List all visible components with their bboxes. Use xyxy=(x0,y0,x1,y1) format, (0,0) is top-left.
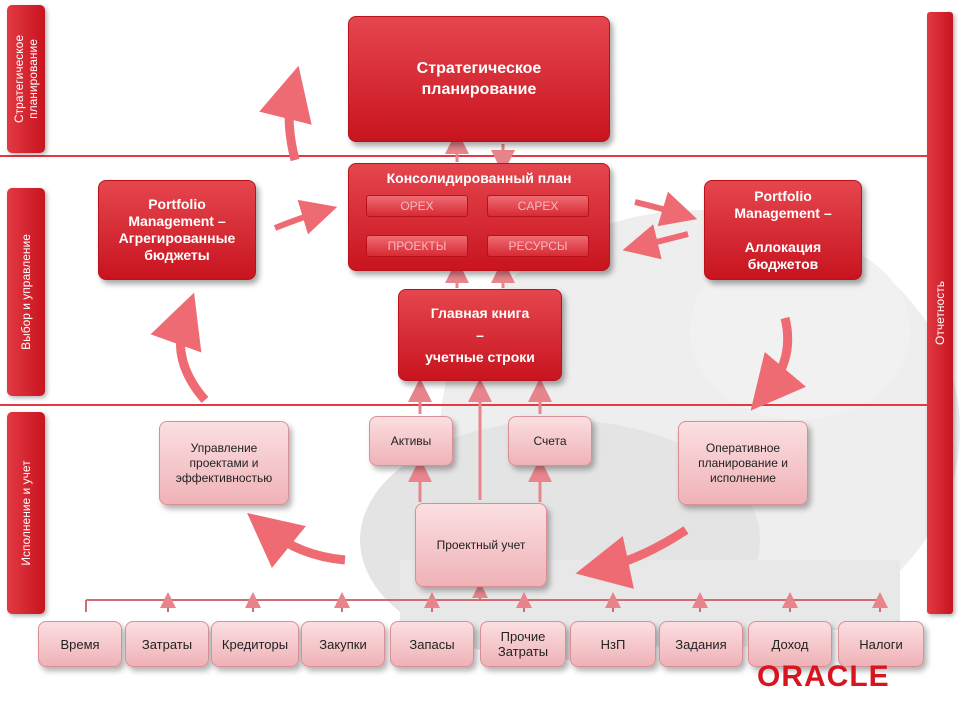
band-reporting: Отчетность xyxy=(927,12,953,614)
project-management-label: Управление проектами и эффективностью xyxy=(175,440,273,485)
bottom-item-label: Время xyxy=(60,636,100,652)
arrow-allocation-to-consolidated xyxy=(622,224,689,260)
band-selection-label: Выбор и управление xyxy=(19,234,33,350)
projects-label: ПРОЕКТЫ xyxy=(387,239,447,253)
bottom-item-revenue: Доход xyxy=(748,621,832,667)
bottom-item-tasks: Задания xyxy=(659,621,743,667)
arrow-allocation-to-operational xyxy=(750,316,807,411)
band-strategic-label: Стратегическое планирование xyxy=(12,34,40,124)
arrow-portfolio-to-strategic xyxy=(259,65,312,162)
bottom-item-label: Доход xyxy=(771,636,809,652)
bottom-item-label: Запасы xyxy=(409,636,455,652)
divider-strategic xyxy=(0,155,927,157)
oracle-logo-text: ORACLE xyxy=(757,660,890,693)
arrow-accounting-to-projectmgmt xyxy=(247,512,346,568)
band-execution-accounting: Исполнение и учет xyxy=(7,412,45,614)
bottom-item-label: Налоги xyxy=(859,636,903,652)
project-accounting-box: Проектный учет xyxy=(415,503,547,587)
projects-tag: ПРОЕКТЫ xyxy=(366,235,468,257)
bottom-item-label: Закупки xyxy=(319,636,367,652)
assets-box: Активы xyxy=(369,416,453,466)
bottom-item-time: Время xyxy=(38,621,122,667)
capex-tag: CAPEX xyxy=(487,195,589,217)
arrow-operational-to-accounting xyxy=(575,526,689,589)
arrow-consolidated-to-allocation xyxy=(634,191,698,227)
bottom-item-label: Кредиторы xyxy=(221,636,289,652)
general-ledger-label: Главная книга – учетные строки xyxy=(425,305,535,365)
assets-label: Активы xyxy=(390,433,432,448)
divider-execution xyxy=(0,404,927,406)
strategic-planning-box: Стратегическое планирование xyxy=(348,16,610,142)
band-selection-management: Выбор и управление xyxy=(7,188,45,396)
portfolio-allocation-label: Portfolio Management – Аллокация бюджето… xyxy=(734,187,832,272)
arrow-aggregated-to-consolidated xyxy=(273,199,338,235)
operational-planning-label: Оперативное планирование и исполнение xyxy=(698,440,788,485)
bottom-item-inventory: Запасы xyxy=(390,621,474,667)
project-accounting-label: Проектный учет xyxy=(436,537,526,552)
bottom-item-taxes: Налоги xyxy=(838,621,924,667)
band-strategic-planning: Стратегическое планирование xyxy=(7,5,45,153)
bottom-item-label: Прочие Затраты xyxy=(497,629,549,659)
accounts-label: Счета xyxy=(533,433,567,448)
resources-label: РЕСУРСЫ xyxy=(508,239,568,253)
bottom-item-costs: Затраты xyxy=(125,621,209,667)
resources-tag: РЕСУРСЫ xyxy=(487,235,589,257)
opex-tag: OPEX xyxy=(366,195,468,217)
portfolio-aggregated-label: Portfolio Management – Агрегированные бю… xyxy=(118,196,236,263)
bottom-item-label: Задания xyxy=(675,636,727,652)
bottom-item-other-costs: Прочие Затраты xyxy=(480,621,566,667)
opex-label: OPEX xyxy=(400,199,434,213)
consolidated-plan-label: Консолидированный план xyxy=(386,170,572,186)
portfolio-aggregated-box: Portfolio Management – Агрегированные бю… xyxy=(98,180,256,280)
strategic-planning-label: Стратегическое планирование xyxy=(416,60,542,98)
general-ledger-box: Главная книга – учетные строки xyxy=(398,289,562,381)
bottom-item-label: НзП xyxy=(600,636,626,652)
band-execution-label: Исполнение и учет xyxy=(19,460,33,566)
capex-label: CAPEX xyxy=(517,199,559,213)
project-management-box: Управление проектами и эффективностью xyxy=(159,421,289,505)
bottom-item-label: Затраты xyxy=(141,636,193,652)
operational-planning-box: Оперативное планирование и исполнение xyxy=(678,421,808,505)
arrow-projectmgmt-to-aggregated xyxy=(150,292,209,403)
oracle-logo: ORACLE xyxy=(757,660,927,696)
bottom-item-creditors: Кредиторы xyxy=(211,621,299,667)
bottom-item-wip: НзП xyxy=(570,621,656,667)
band-reporting-label: Отчетность xyxy=(933,281,947,345)
bottom-item-purchases: Закупки xyxy=(301,621,385,667)
portfolio-allocation-box: Portfolio Management – Аллокация бюджето… xyxy=(704,180,862,280)
accounts-box: Счета xyxy=(508,416,592,466)
